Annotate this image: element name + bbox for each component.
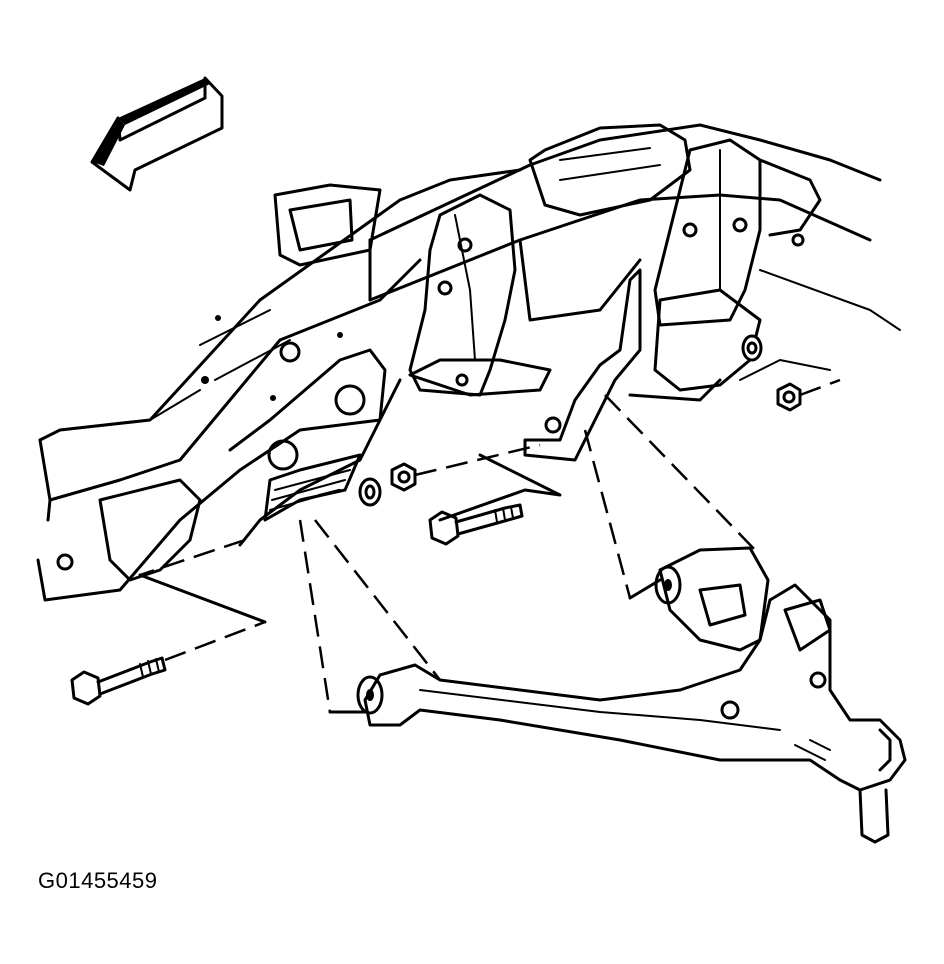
nut-left bbox=[390, 462, 417, 492]
lower-control-arm bbox=[356, 546, 907, 844]
washer-left bbox=[358, 477, 382, 507]
nut-right bbox=[776, 382, 802, 412]
left-mount-bracket bbox=[408, 193, 552, 397]
direction-arrow-icon bbox=[90, 76, 224, 192]
bolt-center bbox=[428, 503, 524, 546]
crossmember bbox=[273, 123, 901, 381]
alignment-lines bbox=[138, 378, 841, 714]
center-hanger bbox=[523, 268, 642, 462]
figure-id-label: G01455459 bbox=[38, 868, 158, 893]
right-mount-bracket bbox=[628, 138, 762, 402]
bolt-lower-left bbox=[70, 656, 167, 706]
washer-right bbox=[741, 334, 763, 362]
frame-rail bbox=[36, 168, 522, 602]
